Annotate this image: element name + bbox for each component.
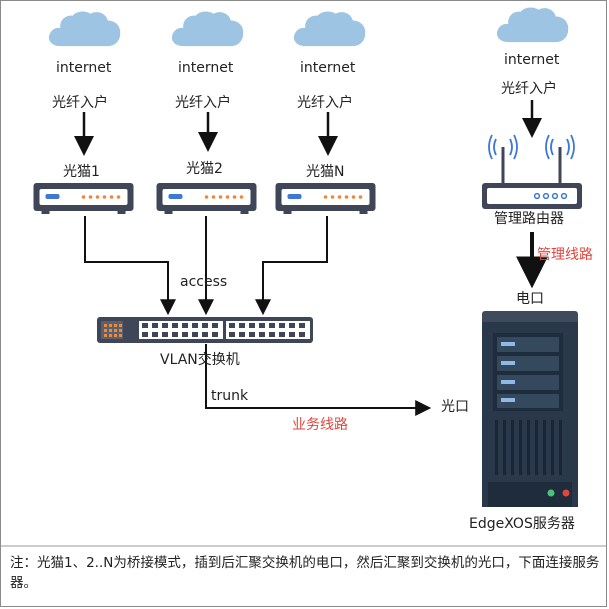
cloud-icon [293, 11, 366, 47]
business-line-label: 业务线路 [292, 417, 348, 433]
cloud-icon [48, 11, 121, 47]
switch-icon [97, 317, 313, 343]
internet-label: internet [56, 60, 112, 76]
server-label: EdgeXOS服务器 [469, 516, 575, 532]
modem-1-label: 光猫1 [63, 164, 100, 180]
management-line-label: 管理线路 [537, 247, 593, 263]
cloud-icon [496, 7, 569, 43]
optical-port-label: 光口 [441, 399, 469, 415]
trunk-line [205, 344, 432, 416]
cloud-icon [171, 11, 244, 47]
modem-n-label: 光猫N [306, 164, 345, 180]
modem-icon [156, 183, 257, 214]
electric-port-label: 电口 [516, 291, 544, 307]
connection-line [84, 216, 176, 316]
trunk-label: trunk [211, 388, 249, 404]
internet-label: internet [178, 60, 234, 76]
fiber-label: 光纤入户 [175, 95, 231, 111]
modem-icon [33, 183, 134, 214]
fiber-label: 光纤入户 [297, 95, 353, 111]
modem-2-label: 光猫2 [186, 161, 223, 177]
server-icon [482, 311, 578, 507]
modem-icon [275, 183, 376, 214]
footnote: 注：光猫1、2..N为桥接模式，插到后汇聚交换机的电口，然后汇聚到交换机的光口，… [10, 555, 600, 591]
fiber-label: 光纤入户 [52, 95, 108, 111]
access-label: access [180, 274, 228, 290]
switch-label: VLAN交换机 [160, 352, 240, 368]
internet-label: internet [300, 60, 356, 76]
router-icon [482, 134, 582, 209]
fiber-label: 光纤入户 [501, 81, 557, 97]
router-label: 管理路由器 [494, 211, 564, 227]
internet-label: internet [504, 52, 560, 68]
connection-line [255, 216, 328, 316]
